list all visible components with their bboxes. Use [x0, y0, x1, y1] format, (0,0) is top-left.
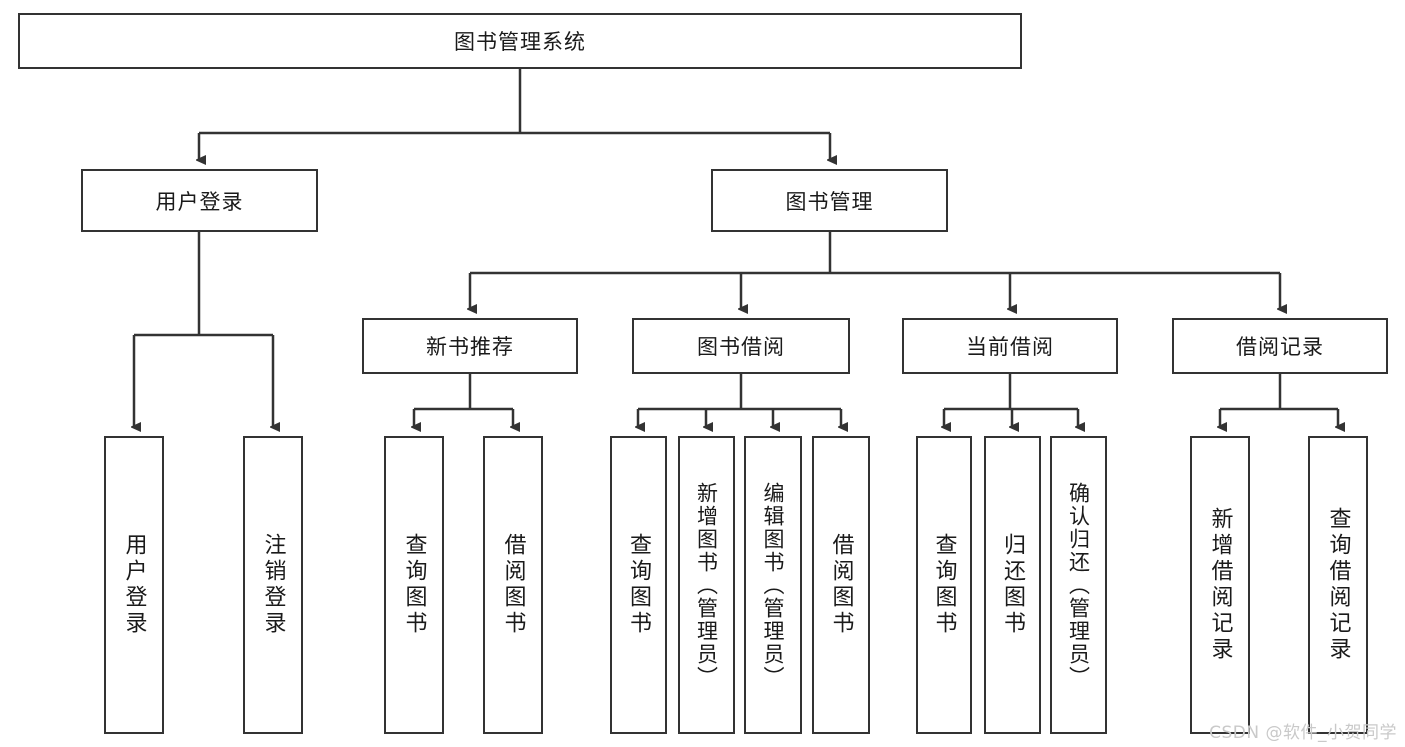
leaf-user-login[interactable]: 用户登录 — [104, 436, 164, 734]
node-label: 借阅记录 — [1236, 335, 1324, 359]
node-book-borrow[interactable]: 图书借阅 — [632, 318, 850, 374]
leaf-add-book-admin[interactable]: 新增图书（管理员） — [678, 436, 735, 734]
leaf-label: 编辑图书（管理员） — [761, 481, 786, 689]
csdn-watermark: CSDN @软件_小贺同学 — [1209, 723, 1397, 743]
leaf-query-borrow-record[interactable]: 查询借阅记录 — [1308, 436, 1368, 734]
connector-bookmanage-to-level3 — [470, 232, 1280, 309]
node-root-book-management-system[interactable]: 图书管理系统 — [18, 13, 1022, 69]
leaf-logout-login[interactable]: 注销登录 — [243, 436, 303, 734]
leaf-return-book[interactable]: 归还图书 — [984, 436, 1041, 734]
leaf-label: 确认归还（管理员） — [1066, 481, 1091, 689]
leaf-label: 用户登录 — [121, 533, 147, 637]
leaf-label: 借阅图书 — [500, 533, 526, 637]
node-label: 图书管理系统 — [454, 30, 586, 54]
connector-bookborrow-to-leaves — [638, 374, 841, 427]
leaf-label: 查询借阅记录 — [1325, 507, 1351, 663]
leaf-query-book-borrow[interactable]: 查询图书 — [610, 436, 667, 734]
leaf-query-book-recommend[interactable]: 查询图书 — [384, 436, 444, 734]
node-borrow-record[interactable]: 借阅记录 — [1172, 318, 1388, 374]
node-new-book-recommend[interactable]: 新书推荐 — [362, 318, 578, 374]
leaf-query-book-current[interactable]: 查询图书 — [916, 436, 972, 734]
node-user-login[interactable]: 用户登录 — [81, 169, 318, 232]
connector-root-to-level2 — [199, 69, 830, 160]
leaf-label: 注销登录 — [260, 533, 286, 637]
node-label: 新书推荐 — [426, 335, 514, 359]
node-label: 图书管理 — [785, 189, 874, 214]
connector-userlogin-to-leaves — [134, 232, 273, 427]
node-label: 图书借阅 — [697, 335, 785, 359]
leaf-label: 新增借阅记录 — [1207, 507, 1233, 663]
leaf-edit-book-admin[interactable]: 编辑图书（管理员） — [744, 436, 802, 734]
leaf-borrow-book-recommend[interactable]: 借阅图书 — [483, 436, 543, 734]
leaf-label: 新增图书（管理员） — [694, 481, 719, 689]
connector-newbook-to-leaves — [414, 374, 513, 427]
connector-borrowrecord-to-leaves — [1220, 374, 1338, 427]
leaf-label: 查询图书 — [931, 533, 957, 637]
leaf-label: 查询图书 — [401, 533, 427, 637]
node-label: 当前借阅 — [966, 335, 1054, 359]
leaf-label: 借阅图书 — [828, 533, 854, 637]
node-book-management[interactable]: 图书管理 — [711, 169, 948, 232]
leaf-borrow-book[interactable]: 借阅图书 — [812, 436, 870, 734]
leaf-add-borrow-record[interactable]: 新增借阅记录 — [1190, 436, 1250, 734]
leaf-label: 归还图书 — [1000, 533, 1026, 637]
node-current-borrow[interactable]: 当前借阅 — [902, 318, 1118, 374]
connector-currentborrow-to-leaves — [944, 374, 1078, 427]
leaf-confirm-return-admin[interactable]: 确认归还（管理员） — [1050, 436, 1107, 734]
node-label: 用户登录 — [155, 189, 244, 214]
leaf-label: 查询图书 — [626, 533, 652, 637]
